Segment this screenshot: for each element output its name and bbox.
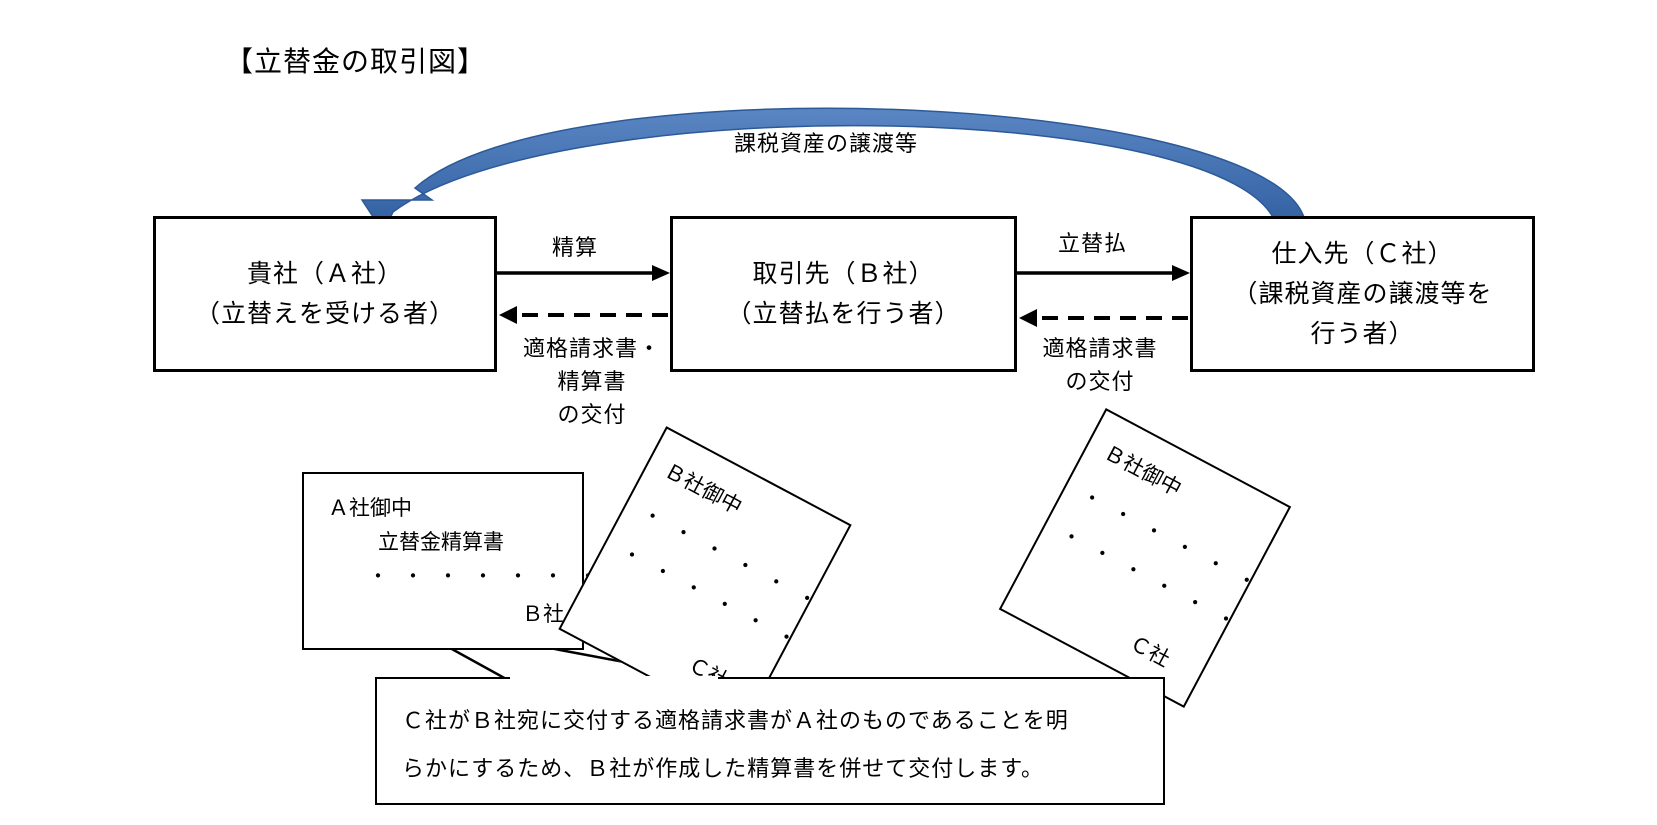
company-c-box: 仕入先（Ｃ社） （課税資産の譲渡等を 行う者）	[1190, 216, 1535, 372]
callout-line-1: Ｃ社がＢ社宛に交付する適格請求書がＡ社のものであることを明	[402, 709, 1069, 734]
settlement-issuer: Ｂ社	[522, 602, 564, 626]
top-arrow-label: 課税資産の譲渡等	[734, 132, 919, 157]
company-a-box: 貴社（Ａ社） （立替えを受ける者）	[153, 216, 497, 372]
settlement-addressee: Ａ社御中	[328, 496, 412, 520]
company-c-name: 仕入先（Ｃ社）	[1271, 239, 1454, 268]
b-to-a-label-line1: 適格請求書・	[522, 337, 661, 362]
b-to-a-delivery-label: 適格請求書・ 精算書 の交付	[512, 333, 672, 432]
company-a-name: 貴社（Ａ社）	[246, 259, 403, 288]
callout-text: Ｃ社がＢ社宛に交付する適格請求書がＡ社のものであることを明 らかにするため、Ｂ社…	[402, 698, 1162, 794]
invoice-delivery-arrow-head-b	[1019, 309, 1037, 327]
c-to-b-label-line1: 適格請求書	[1042, 337, 1158, 362]
company-b-name: 取引先（Ｂ社）	[752, 259, 935, 288]
settlement-statement-doc: Ａ社御中 立替金精算書 ・・・・・・・ Ｂ社	[302, 472, 598, 650]
settlement-dots: ・・・・・・・	[368, 564, 613, 588]
company-c-role-line2: 行う者）	[1310, 319, 1415, 348]
advance-payment-arrow-head	[1172, 265, 1190, 281]
company-b-box: 取引先（Ｂ社） （立替払を行う者）	[670, 216, 1017, 372]
advance-payment-label: 立替払	[1058, 232, 1128, 257]
settlement-title: 立替金精算書	[378, 530, 504, 554]
diagram-title: 【立替金の取引図】	[225, 45, 487, 78]
settlement-label: 精算	[552, 236, 599, 261]
c-to-b-label-line2: の交付	[1065, 370, 1135, 395]
settlement-arrow-head	[652, 265, 670, 281]
b-to-a-label-line3: の交付	[557, 403, 627, 428]
transfer-curved-arrow	[360, 107, 1307, 234]
invoice-delivery-arrow-head-a	[499, 306, 517, 324]
b-to-a-label-line2: 精算書	[557, 370, 627, 395]
company-c-role-line1: （課税資産の譲渡等を	[1232, 279, 1493, 308]
callout-line-2: らかにするため、Ｂ社が作成した精算書を併せて交付します。	[402, 757, 1045, 782]
callout-box	[375, 677, 1165, 805]
company-b-role: （立替払を行う者）	[726, 299, 961, 328]
company-a-role: （立替えを受ける者）	[194, 299, 455, 328]
callout-tail-joint	[510, 676, 718, 682]
invoice-right-issuer: Ｃ社	[1125, 630, 1174, 672]
c-to-b-delivery-label: 適格請求書 の交付	[1030, 333, 1170, 399]
